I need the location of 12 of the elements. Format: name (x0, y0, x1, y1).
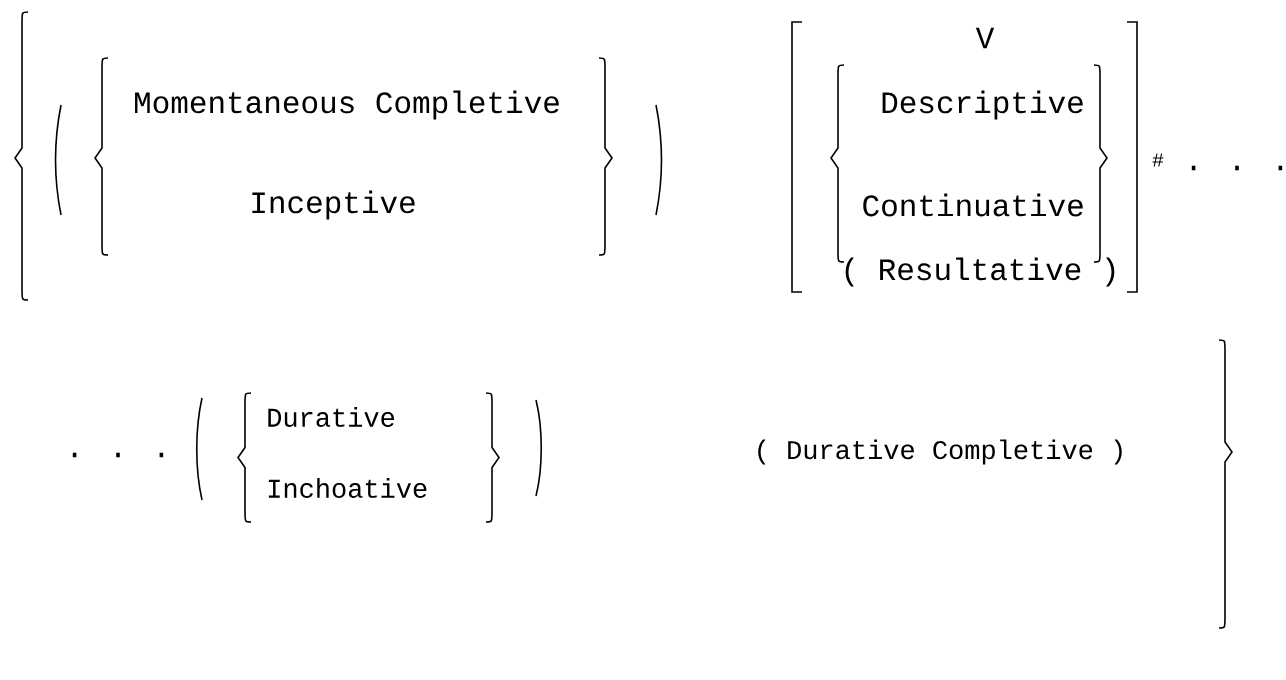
formula-term: Continuative (863, 193, 1083, 217)
formula-term: . . . (1191, 165, 1283, 171)
formula-term: Inchoative (268, 478, 427, 498)
formula-term: # (1152, 153, 1164, 167)
formula-term: ( Resultative ) (845, 257, 1115, 287)
formula-term: ( Durative Completive ) (758, 439, 1122, 465)
formula-term: Descriptive (882, 90, 1083, 120)
formula-term: . . . (72, 452, 164, 458)
formula-term: Inceptive (252, 190, 415, 220)
formula-term: Durative (268, 407, 395, 427)
formula-term: V (975, 27, 995, 49)
formula-term: Momentaneous Completive (135, 90, 559, 120)
